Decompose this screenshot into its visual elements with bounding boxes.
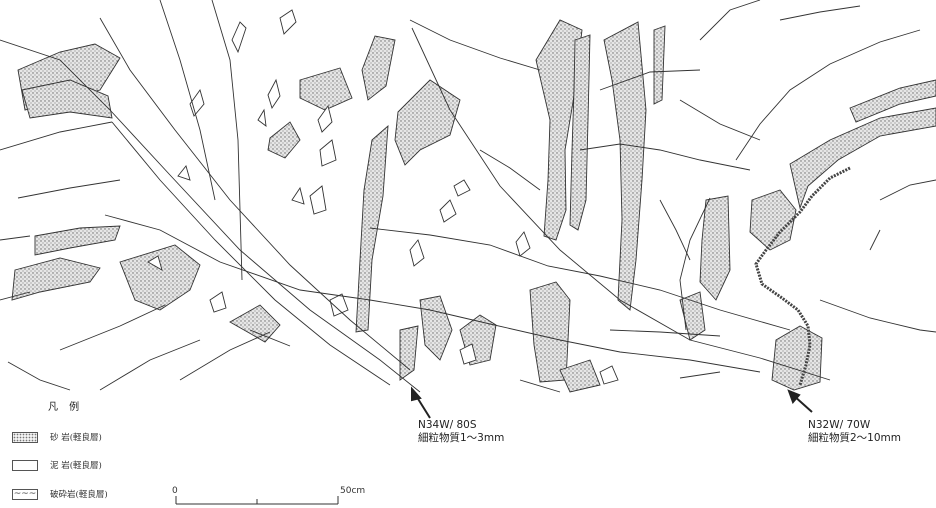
- annotation-right-orientation: N32W/ 70W: [808, 419, 871, 431]
- annotation-left: N34W/ 80S 細粒物質1〜3mm: [418, 419, 504, 445]
- legend-label: 泥 岩(軽良層): [50, 461, 102, 471]
- scale-end-label: 50cm: [340, 486, 366, 496]
- legend-item-breccia: ~~~ 破砕岩(軽良層): [12, 487, 108, 501]
- fracture-lines: [0, 0, 936, 393]
- legend-item-sandstone: 砂 岩(軽良層): [12, 430, 102, 444]
- annotation-right-material: 細粒物質2〜10mm: [808, 432, 901, 444]
- annotation-arrows: [411, 386, 813, 419]
- breccia-swatch: ~~~: [12, 488, 38, 500]
- annotation-right: N32W/ 70W 細粒物質2〜10mm: [808, 419, 901, 445]
- legend-title: 凡 例: [48, 402, 84, 413]
- lenses: [147, 9, 619, 385]
- sandstone-bodies: [11, 19, 936, 393]
- scale-start-label: 0: [172, 486, 178, 496]
- scale-bar: [175, 496, 339, 505]
- sandstone-swatch: [12, 431, 38, 443]
- legend-item-mudstone: 泥 岩(軽良層): [12, 458, 102, 472]
- legend-label: 破砕岩(軽良層): [50, 490, 108, 500]
- annotation-left-material: 細粒物質1〜3mm: [418, 432, 505, 444]
- annotation-left-orientation: N34W/ 80S: [418, 419, 477, 431]
- legend-label: 砂 岩(軽良層): [50, 433, 102, 443]
- mudstone-swatch: [12, 459, 38, 471]
